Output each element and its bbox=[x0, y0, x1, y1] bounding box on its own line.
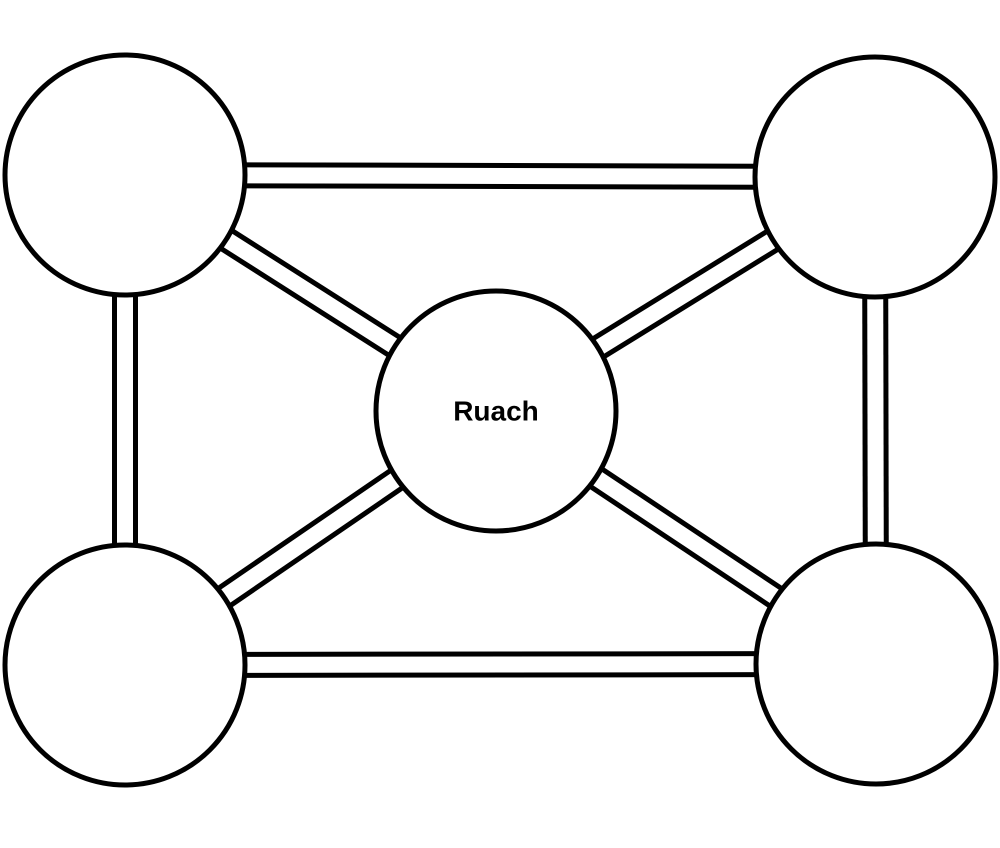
connector-top-left-top-right bbox=[124, 167, 876, 185]
node-bottom-left bbox=[2, 542, 248, 788]
node-top-right bbox=[752, 54, 998, 300]
connector-bottom-left-bottom-right bbox=[124, 656, 877, 673]
node-bottom-right bbox=[753, 541, 999, 787]
node-top-left bbox=[2, 52, 248, 298]
node-center: Ruach bbox=[373, 288, 619, 534]
node-center-label: Ruach bbox=[453, 396, 539, 427]
